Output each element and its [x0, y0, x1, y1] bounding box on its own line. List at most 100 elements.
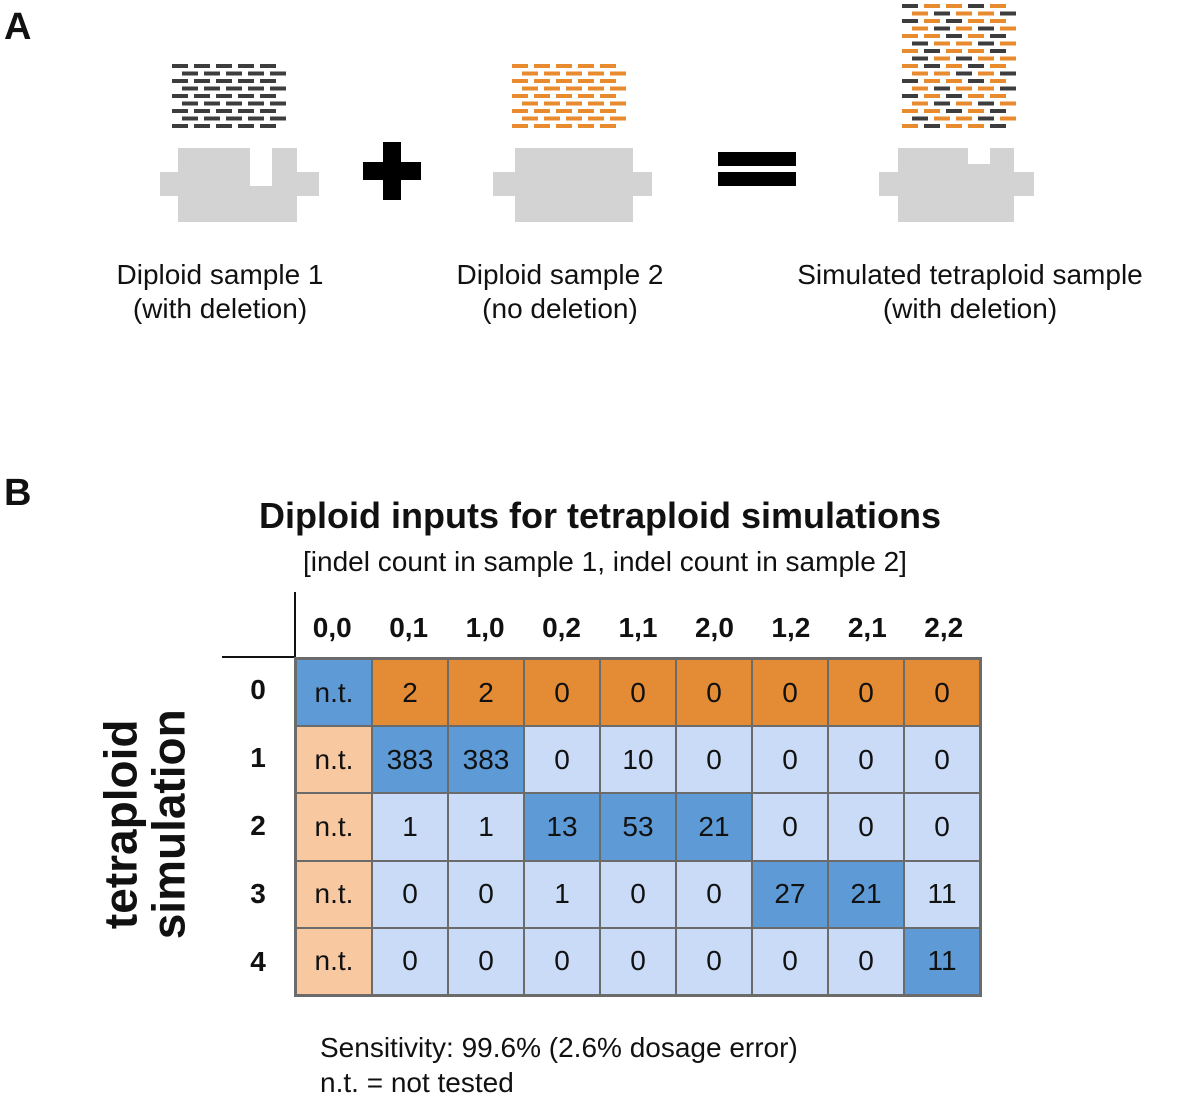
read-segment [934, 101, 950, 106]
read-segment [534, 94, 550, 98]
read-segment [556, 124, 572, 128]
read-segment [968, 79, 984, 83]
read-segment [1000, 71, 1016, 76]
equals-icon [718, 152, 796, 186]
read-segment [522, 116, 538, 121]
read-segment [968, 64, 984, 68]
table-cell: n.t. [297, 794, 371, 860]
read-segment [978, 26, 994, 31]
reads-sample-2 [512, 64, 626, 128]
read-segment [578, 79, 594, 83]
table-cell: 27 [753, 861, 827, 927]
read-segment [544, 116, 560, 121]
column-header: 2,1 [847, 612, 887, 643]
read-segment [600, 64, 616, 68]
table-cell: 11 [905, 861, 979, 927]
read-segment [194, 79, 210, 83]
read-segment [968, 94, 984, 98]
read-segment [600, 124, 616, 128]
read-segment [512, 94, 528, 98]
read-segment [924, 49, 940, 53]
read-segment [968, 109, 984, 113]
table-cell: 10 [601, 727, 675, 793]
table-cell: 0 [601, 861, 675, 927]
read-segment [946, 64, 962, 68]
y-axis-label: tetraploid simulation [95, 709, 195, 940]
read-segment [260, 64, 276, 68]
read-segment [610, 116, 626, 121]
read-segment [978, 11, 994, 16]
table-cell: 0 [753, 660, 827, 726]
read-segment [968, 124, 984, 128]
column-header: 2,0 [694, 612, 734, 643]
read-segment [912, 41, 928, 46]
read-segment [522, 101, 538, 106]
column-header: 0,2 [542, 612, 582, 643]
table-title: Diploid inputs for tetraploid simulation… [259, 495, 941, 536]
table-cell: 0 [525, 660, 599, 726]
y-axis-label-line-2: simulation [143, 709, 195, 940]
read-segment [934, 71, 950, 76]
table-cell: 0 [677, 660, 751, 726]
read-segment [260, 79, 276, 83]
read-segment [588, 86, 604, 91]
row-header: 0 [250, 674, 266, 705]
read-segment [216, 109, 232, 113]
table-cell: n.t. [297, 928, 371, 994]
read-segment [902, 94, 918, 98]
read-segment [566, 71, 582, 76]
read-segment [934, 41, 950, 46]
table-cell: 2 [373, 660, 447, 726]
read-segment [912, 116, 928, 121]
read-segment [182, 116, 198, 121]
table-cell: 2 [449, 660, 523, 726]
read-segment [990, 124, 1006, 128]
read-segment [194, 94, 210, 98]
table-cell: n.t. [297, 660, 371, 726]
read-segment [902, 19, 918, 23]
table-cell: 1 [525, 861, 599, 927]
table-cell: 11 [905, 928, 979, 994]
read-segment [600, 79, 616, 83]
read-segment [968, 19, 984, 23]
read-segment [990, 109, 1006, 113]
read-segment [566, 101, 582, 106]
read-segment [934, 26, 950, 31]
read-segment [978, 71, 994, 76]
read-segment [902, 109, 918, 113]
read-segment [566, 116, 582, 121]
read-segment [934, 11, 950, 16]
plus-icon [363, 142, 421, 200]
read-segment [172, 124, 188, 128]
table-cell: 0 [829, 794, 903, 860]
read-segment [978, 41, 994, 46]
read-segment [534, 109, 550, 113]
table-cell: 1 [373, 794, 447, 860]
read-segment [990, 94, 1006, 98]
read-segment [924, 34, 940, 38]
read-segment [610, 101, 626, 106]
nt-legend: n.t. = not tested [320, 1067, 514, 1098]
read-segment [238, 79, 254, 83]
read-segment [512, 64, 528, 68]
table-cell: 0 [449, 861, 523, 927]
table-cell: 383 [373, 727, 447, 793]
table-cell: 0 [753, 928, 827, 994]
read-segment [956, 101, 972, 106]
read-segment [978, 101, 994, 106]
panel-b-letter: B [4, 472, 32, 514]
read-segment [934, 116, 950, 121]
read-segment [600, 109, 616, 113]
read-segment [978, 56, 994, 61]
read-segment [556, 64, 572, 68]
read-segment [946, 124, 962, 128]
read-segment [578, 64, 594, 68]
column-header: 0,1 [389, 612, 429, 643]
read-segment [990, 19, 1006, 23]
read-segment [204, 101, 220, 106]
column-header: 1,2 [771, 612, 811, 643]
read-segment [238, 64, 254, 68]
read-segment [544, 101, 560, 106]
table-cell: 0 [905, 794, 979, 860]
read-segment [912, 11, 928, 16]
